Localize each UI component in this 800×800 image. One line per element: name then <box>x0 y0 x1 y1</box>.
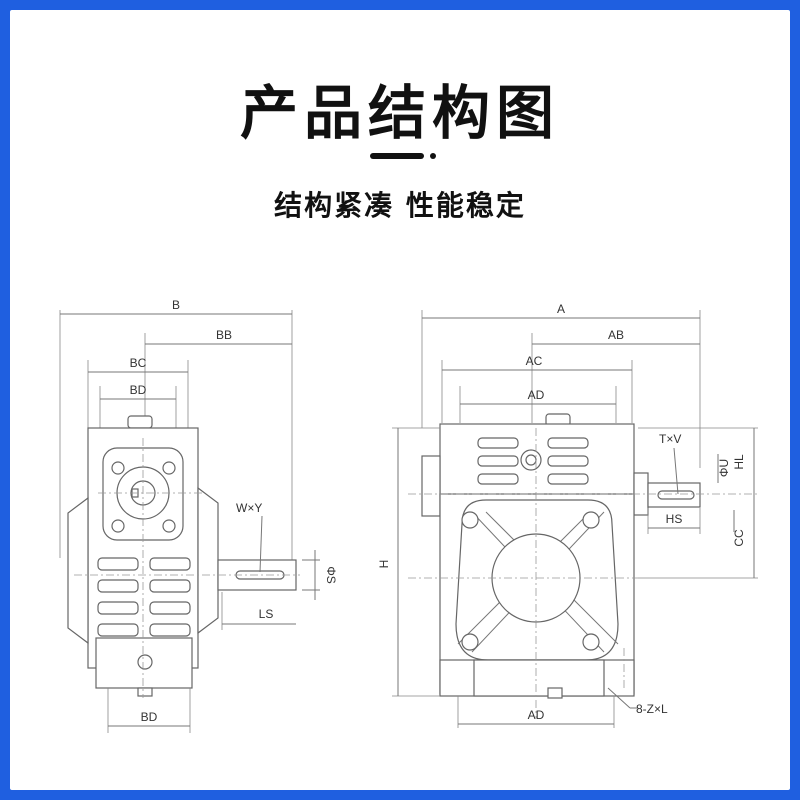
dim-ad-top: AD <box>528 388 545 402</box>
side-shaft-key <box>235 570 285 580</box>
dim-ab: AB <box>608 328 624 342</box>
dim-ad-bottom: AD <box>528 708 545 722</box>
side-base-foot <box>137 687 153 697</box>
title-divider-bar <box>370 153 424 159</box>
front-left-boss <box>421 455 441 517</box>
dim-ls: LS <box>259 607 274 621</box>
page-subtitle: 结构紧凑 性能稳定 <box>274 189 526 222</box>
front-base-foot <box>547 687 563 699</box>
title-divider-dot <box>430 153 436 159</box>
dim-cc: CC <box>732 529 746 547</box>
front-worm-bore <box>525 454 537 466</box>
dim-bc: BC <box>130 356 147 370</box>
dim-bolts: 8-Z×L <box>636 702 668 716</box>
dim-h: H <box>377 560 391 569</box>
dim-ac: AC <box>526 354 543 368</box>
side-left-rib <box>67 496 89 645</box>
side-top-cap <box>127 415 153 429</box>
side-bolt-3 <box>111 519 125 533</box>
front-shaft-key <box>657 490 695 500</box>
side-right-rib <box>197 486 219 635</box>
side-bolt-2 <box>162 461 176 475</box>
side-base-hole <box>137 654 153 670</box>
side-cooling-fins <box>97 557 191 637</box>
structure-diagram-svg: B BB BC BD <box>59 298 758 733</box>
page-title: 产品结构图 <box>239 79 560 147</box>
dim-a: A <box>557 302 565 316</box>
dim-bb: BB <box>216 328 232 342</box>
structure-drawing: B BB BC BD <box>38 288 768 748</box>
page-frame: 产品结构图 结构紧凑 性能稳定 B BB BC <box>10 10 790 790</box>
dim-os: ΦS <box>324 566 338 584</box>
dim-wxy: W×Y <box>236 501 262 515</box>
dim-hl: HL <box>732 454 746 470</box>
front-bolt-3 <box>461 633 479 651</box>
front-upper-fins <box>477 437 589 485</box>
front-bolt-4 <box>582 633 600 651</box>
front-base-inner <box>473 659 605 697</box>
dim-bd-top: BD <box>130 383 147 397</box>
front-bolt-2 <box>582 511 600 529</box>
dim-hs: HS <box>666 512 683 526</box>
front-view: A AB AC AD <box>377 302 758 728</box>
dim-b: B <box>172 298 180 312</box>
side-view: B BB BC BD <box>59 298 338 733</box>
side-bolt-4 <box>162 519 176 533</box>
dim-ou: ΦU <box>717 459 731 477</box>
dim-txv: T×V <box>659 432 681 446</box>
side-bolt-1 <box>111 461 125 475</box>
dim-bd-bottom: BD <box>141 710 158 724</box>
front-bolt-1 <box>461 511 479 529</box>
